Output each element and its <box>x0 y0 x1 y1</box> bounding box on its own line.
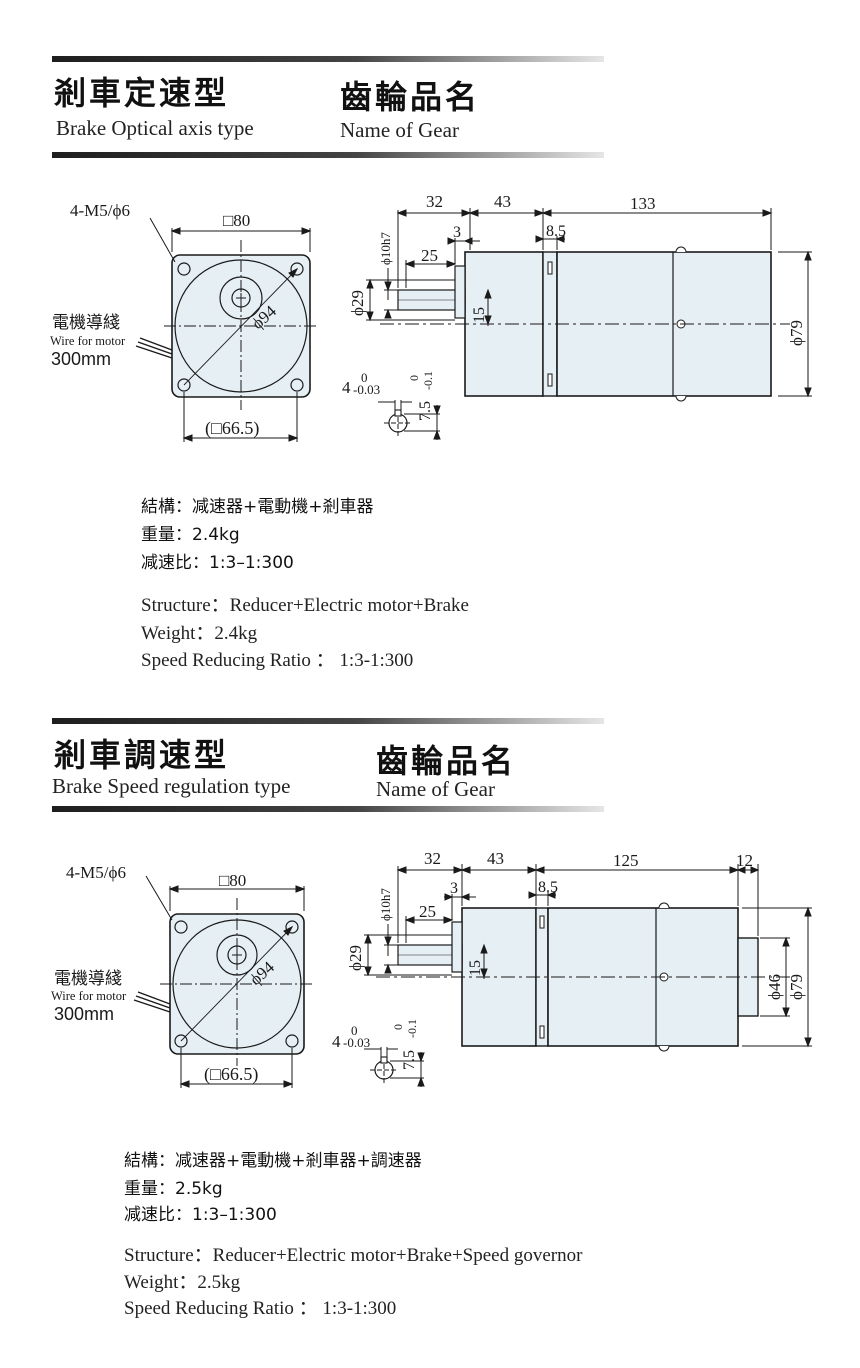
dim-43: 43 <box>487 849 504 868</box>
side-view-drawing: 32 43 133 3 8.5 25 ϕ10h7 ϕ29 15 ϕ79 4 0 … <box>342 192 812 440</box>
key-width-tol-top: 0 <box>361 370 368 385</box>
gear-head-body <box>461 907 537 1047</box>
wire-label-en: Wire for motor <box>50 334 126 348</box>
spec-weight-en: Weight：2.5kg <box>124 1272 241 1293</box>
mount-hole <box>177 262 191 276</box>
spec-weight-en: Weight：2.4kg <box>141 623 258 644</box>
dim-32: 32 <box>426 192 443 211</box>
gear-name-title-cn: 齒輪品名 <box>340 78 481 116</box>
key-width-tol-bot: -0.03 <box>353 382 380 397</box>
inner-square-label: (□66.5) <box>205 418 259 439</box>
header-bar-top <box>52 718 604 724</box>
key-width: 4 <box>332 1032 341 1051</box>
dim-phi29: ϕ29 <box>348 290 367 316</box>
header-bar-bottom <box>52 806 604 812</box>
mount-holes-label: 4-M5/ϕ6 <box>70 201 130 220</box>
dim-15: 15 <box>471 307 488 323</box>
section-title-cn: 剎車調速型 <box>54 736 230 774</box>
front-view-drawing: 4-M5/ϕ6 □80 ϕ94 (□66.5) 電機導綫 Wire for mo… <box>50 201 318 442</box>
dim-motor-length: 133 <box>630 194 656 213</box>
key-width-tol-top: 0 <box>351 1023 358 1038</box>
wire-label-en: Wire for motor <box>51 989 127 1003</box>
spec-ratio-en: Speed Reducing Ratio ： 1:3-1:300 <box>141 650 414 671</box>
key-height-tol-bot: -0.1 <box>421 371 435 390</box>
dim-8-5: 8.5 <box>546 223 566 240</box>
spec-structure-cn: 結構：减速器+電動機+剎車器 <box>141 497 374 517</box>
square-dim-label: □80 <box>223 211 250 230</box>
dim-8-5: 8.5 <box>538 879 558 896</box>
square-dim-label: □80 <box>219 871 246 890</box>
key-height-tol-top: 0 <box>407 375 421 381</box>
dim-12: 12 <box>736 851 753 870</box>
mount-hole <box>285 920 299 934</box>
mount-holes-label: 4-M5/ϕ6 <box>66 863 126 882</box>
spec-ratio-cn: 减速比：1:3–1:300 <box>141 553 294 573</box>
spec-weight-cn: 重量：2.4kg <box>141 525 240 545</box>
header-bar-top <box>52 56 604 62</box>
section-brake-optical-axis: 剎車定速型 Brake Optical axis type 齒輪品名 Name … <box>0 0 860 680</box>
dim-phi79: ϕ79 <box>787 320 806 346</box>
dim-motor-length: 125 <box>613 851 639 870</box>
spec-ratio-cn: 减速比：1:3–1:300 <box>124 1205 277 1225</box>
key-height-tol-top: 0 <box>391 1024 405 1030</box>
spec-structure-en: Structure：Reducer+Electric motor+Brake+S… <box>124 1245 583 1266</box>
dim-shaft-dia: ϕ10h7 <box>378 232 393 265</box>
key-width-tol-bot: -0.03 <box>343 1035 370 1050</box>
mount-hole <box>285 1034 299 1048</box>
section-title-en: Brake Optical axis type <box>56 116 254 140</box>
gear-name-title-en: Name of Gear <box>376 777 495 801</box>
wire-length-label: 300mm <box>51 349 111 369</box>
section-title-cn: 剎車定速型 <box>54 74 230 112</box>
dim-25: 25 <box>421 246 438 265</box>
dim-32: 32 <box>424 849 441 868</box>
section-title-en: Brake Speed regulation type <box>52 774 291 798</box>
spec-structure-cn: 結構：减速器+電動機+剎車器+調速器 <box>124 1151 422 1171</box>
mount-hole <box>174 1034 188 1048</box>
dim-phi79: ϕ79 <box>787 974 806 1000</box>
spec-ratio-en: Speed Reducing Ratio ： 1:3-1:300 <box>124 1298 397 1319</box>
header-bar-bottom <box>52 152 604 158</box>
dim-phi29: ϕ29 <box>346 945 365 971</box>
key-width: 4 <box>342 378 351 397</box>
dim-25: 25 <box>419 902 436 921</box>
mount-hole <box>290 378 304 392</box>
inner-square-label: (□66.5) <box>204 1064 258 1085</box>
gear-name-title-cn: 齒輪品名 <box>376 742 517 780</box>
mount-hole <box>177 378 191 392</box>
key-height-tol-bot: -0.1 <box>405 1019 419 1038</box>
spec-weight-cn: 重量：2.5kg <box>124 1179 223 1199</box>
dim-3: 3 <box>450 880 458 897</box>
wire-length-label: 300mm <box>54 1004 114 1024</box>
dim-shaft-dia: ϕ10h7 <box>378 888 393 921</box>
key-height: 7.5 <box>401 1050 418 1070</box>
key-height: 7.5 <box>417 401 434 421</box>
dim-3: 3 <box>453 224 461 241</box>
dim-43: 43 <box>494 192 511 211</box>
spec-structure-en: Structure：Reducer+Electric motor+Brake <box>141 595 469 616</box>
wire-label-cn: 電機導綫 <box>54 969 122 989</box>
dim-15: 15 <box>467 960 484 976</box>
mount-hole <box>290 262 304 276</box>
mount-hole <box>174 920 188 934</box>
gear-name-title-en: Name of Gear <box>340 118 459 142</box>
wire-label-cn: 電機導綫 <box>52 313 120 333</box>
dim-phi46: ϕ46 <box>765 974 784 1000</box>
